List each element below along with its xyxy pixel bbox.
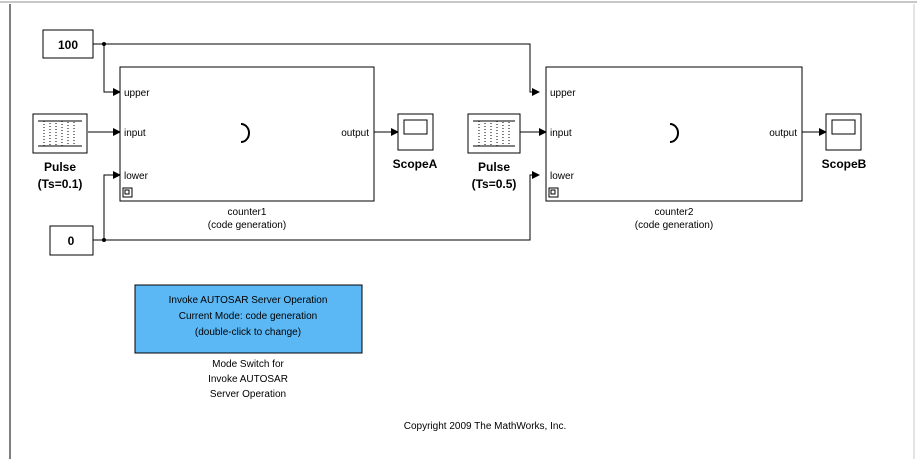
constant-lower-block[interactable]: 0: [49, 225, 94, 256]
signal-lines: [88, 42, 827, 242]
counter1-port-output: output: [341, 128, 369, 139]
subsystem-link-icon: [122, 187, 133, 198]
counter1-port-lower: lower: [124, 171, 149, 182]
constant-lower-value: 0: [68, 234, 75, 248]
mode-switch-block[interactable]: Invoke AUTOSAR Server Operation Current …: [134, 284, 363, 400]
wire-lower-to-counter2: [93, 171, 540, 241]
branch-point-upper: [102, 42, 106, 46]
mode-switch-caption3: Server Operation: [210, 389, 286, 400]
scopeA-block[interactable]: ScopeA: [393, 113, 438, 171]
scopeB-label: ScopeB: [822, 157, 867, 171]
counter1-caption: (code generation): [208, 220, 286, 231]
branch-point-lower: [102, 238, 106, 242]
pulse1-subtitle: (Ts=0.1): [38, 177, 83, 191]
pulse2-block[interactable]: Pulse (Ts=0.5): [467, 113, 521, 191]
wire-upper-to-counter2: [93, 43, 540, 96]
mode-switch-line3: (double-click to change): [195, 327, 301, 338]
pulse2-subtitle: (Ts=0.5): [472, 177, 517, 191]
mode-switch-line1: Invoke AUTOSAR Server Operation: [169, 295, 328, 306]
scopeB-block[interactable]: ScopeB: [822, 113, 867, 171]
subsystem-link-icon: [548, 187, 559, 198]
wire-upper-to-counter1: [103, 44, 121, 96]
wire-lower-to-counter1: [103, 171, 121, 240]
scope-screen-icon: [831, 119, 856, 135]
busy-icon: [669, 123, 679, 143]
counter2-name: counter2: [655, 207, 694, 218]
pulse1-title: Pulse: [44, 160, 76, 174]
counter2-port-upper: upper: [550, 88, 576, 99]
pulse-wave-icon: [473, 120, 515, 147]
constant-upper-block[interactable]: 100: [42, 29, 94, 59]
counter2-caption: (code generation): [635, 220, 713, 231]
pulse2-title: Pulse: [478, 160, 510, 174]
counter1-name: counter1: [228, 207, 267, 218]
constant-upper-value: 100: [58, 38, 78, 52]
mode-switch-caption1: Mode Switch for: [212, 359, 284, 370]
counter1-subsystem[interactable]: upper input lower output counter1 (code …: [119, 66, 375, 231]
pulse-wave-icon: [38, 120, 82, 147]
busy-icon: [240, 123, 250, 143]
copyright-text: Copyright 2009 The MathWorks, Inc.: [404, 421, 567, 432]
counter1-port-input: input: [124, 128, 146, 139]
counter2-port-lower: lower: [550, 171, 575, 182]
counter2-port-output: output: [769, 128, 797, 139]
scopeA-label: ScopeA: [393, 157, 438, 171]
counter2-port-input: input: [550, 128, 572, 139]
mode-switch-line2: Current Mode: code generation: [179, 311, 317, 322]
scope-screen-icon: [403, 119, 428, 135]
counter1-port-upper: upper: [124, 88, 150, 99]
mode-switch-body[interactable]: [134, 284, 363, 354]
mode-switch-caption2: Invoke AUTOSAR: [208, 374, 288, 385]
pulse1-block[interactable]: Pulse (Ts=0.1): [32, 113, 88, 191]
counter2-subsystem[interactable]: upper input lower output counter2 (code …: [545, 66, 803, 231]
